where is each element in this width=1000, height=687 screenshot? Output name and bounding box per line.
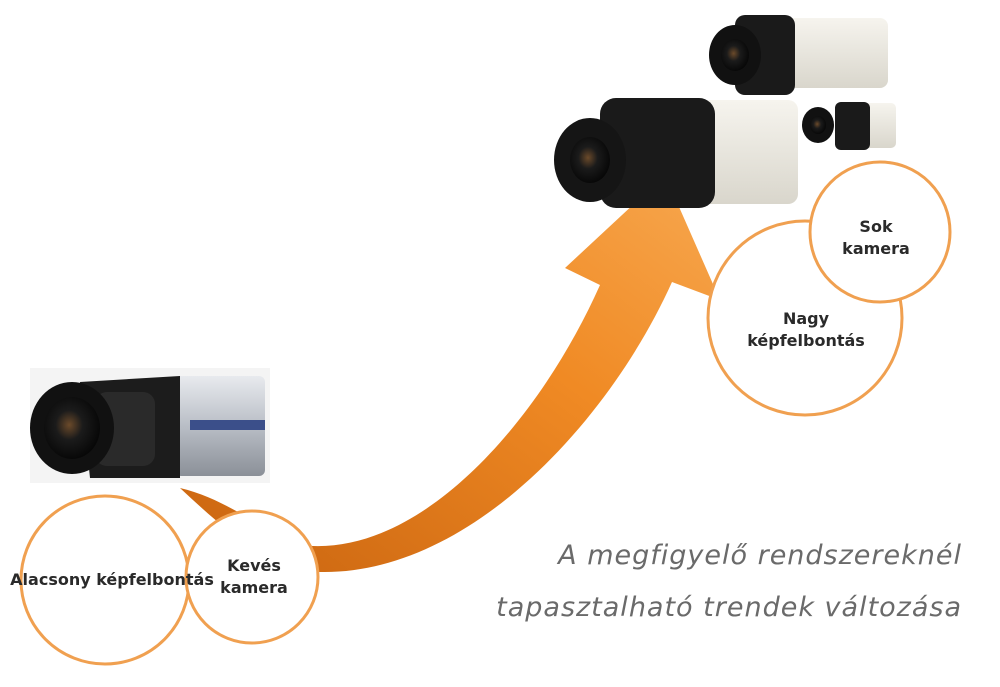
- caption-line-2: tapasztalható trendek változása: [496, 592, 962, 623]
- low-resolution-label: Alacsony képfelbontás: [10, 570, 214, 589]
- high-resolution-label: Nagy képfelbontás: [747, 309, 865, 350]
- many-cameras-label: Sok kamera: [842, 217, 910, 258]
- few-cameras-circle: [184, 509, 320, 645]
- few-cameras-label: Kevés kamera: [220, 556, 288, 597]
- low-res-camera-image: [30, 368, 270, 483]
- caption-line-1: A megfigyelő rendszereknél: [558, 540, 962, 571]
- high-res-cameras-image: [554, 15, 896, 208]
- many-cameras-circle: [808, 160, 952, 304]
- trend-arrow: [180, 175, 720, 573]
